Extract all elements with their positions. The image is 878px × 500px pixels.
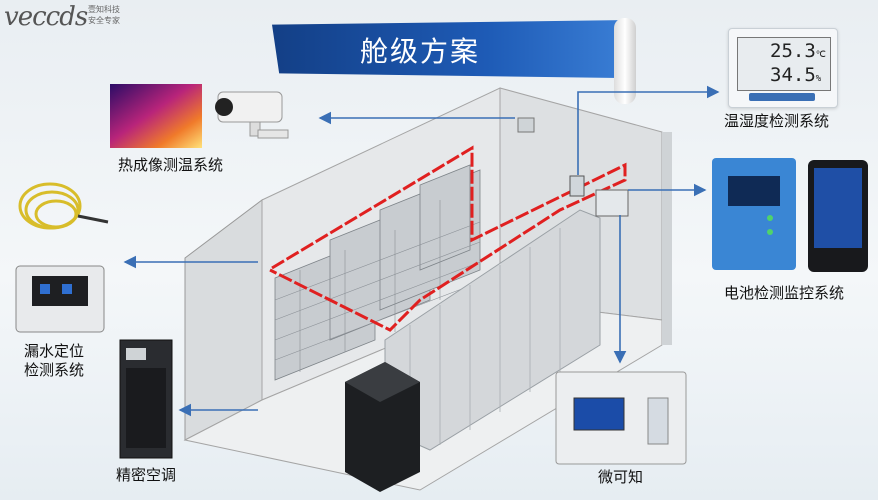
label-leak-line2: 检测系统	[24, 361, 85, 379]
label-battery: 电池检测监控系统	[724, 284, 845, 302]
precision-ac-icon	[119, 339, 173, 459]
brand-logo: veccds	[4, 2, 88, 32]
th-display: 25.3℃ 34.5%	[737, 37, 831, 91]
thermal-camera-icon	[215, 91, 289, 139]
arrow-temp-humidity	[577, 85, 720, 175]
temperature-value: 25.3℃	[770, 40, 826, 62]
title-banner	[272, 20, 630, 78]
device-button-row	[749, 93, 815, 101]
temp-humidity-device: 25.3℃ 34.5%	[728, 28, 838, 108]
micro-unit-icon	[555, 371, 687, 465]
label-temp-humidity: 温湿度检测系统	[724, 112, 830, 130]
leak-cable-icon	[18, 182, 109, 230]
wall-sensor	[569, 175, 585, 197]
battery-monitor-black-icon	[808, 160, 868, 272]
thermal-image	[110, 84, 202, 148]
label-thermal: 热成像测温系统	[118, 156, 224, 174]
label-leak-line1: 漏水定位	[24, 342, 85, 360]
banner-scroll-curl	[614, 18, 636, 104]
label-micro: 微可知	[598, 468, 644, 486]
wall-camera	[517, 117, 535, 133]
battery-monitor-blue-icon	[712, 158, 796, 270]
brand-tagline: 壹知科技 安全专家	[88, 5, 120, 25]
leak-controller-icon	[15, 265, 105, 333]
red-loop	[269, 145, 627, 332]
label-ac: 精密空调	[116, 466, 177, 484]
wall-controller	[595, 189, 629, 217]
rack-grid	[274, 200, 481, 372]
server-rack	[345, 362, 420, 492]
humidity-value: 34.5%	[770, 64, 822, 86]
page-title: 舱级方案	[360, 35, 481, 68]
